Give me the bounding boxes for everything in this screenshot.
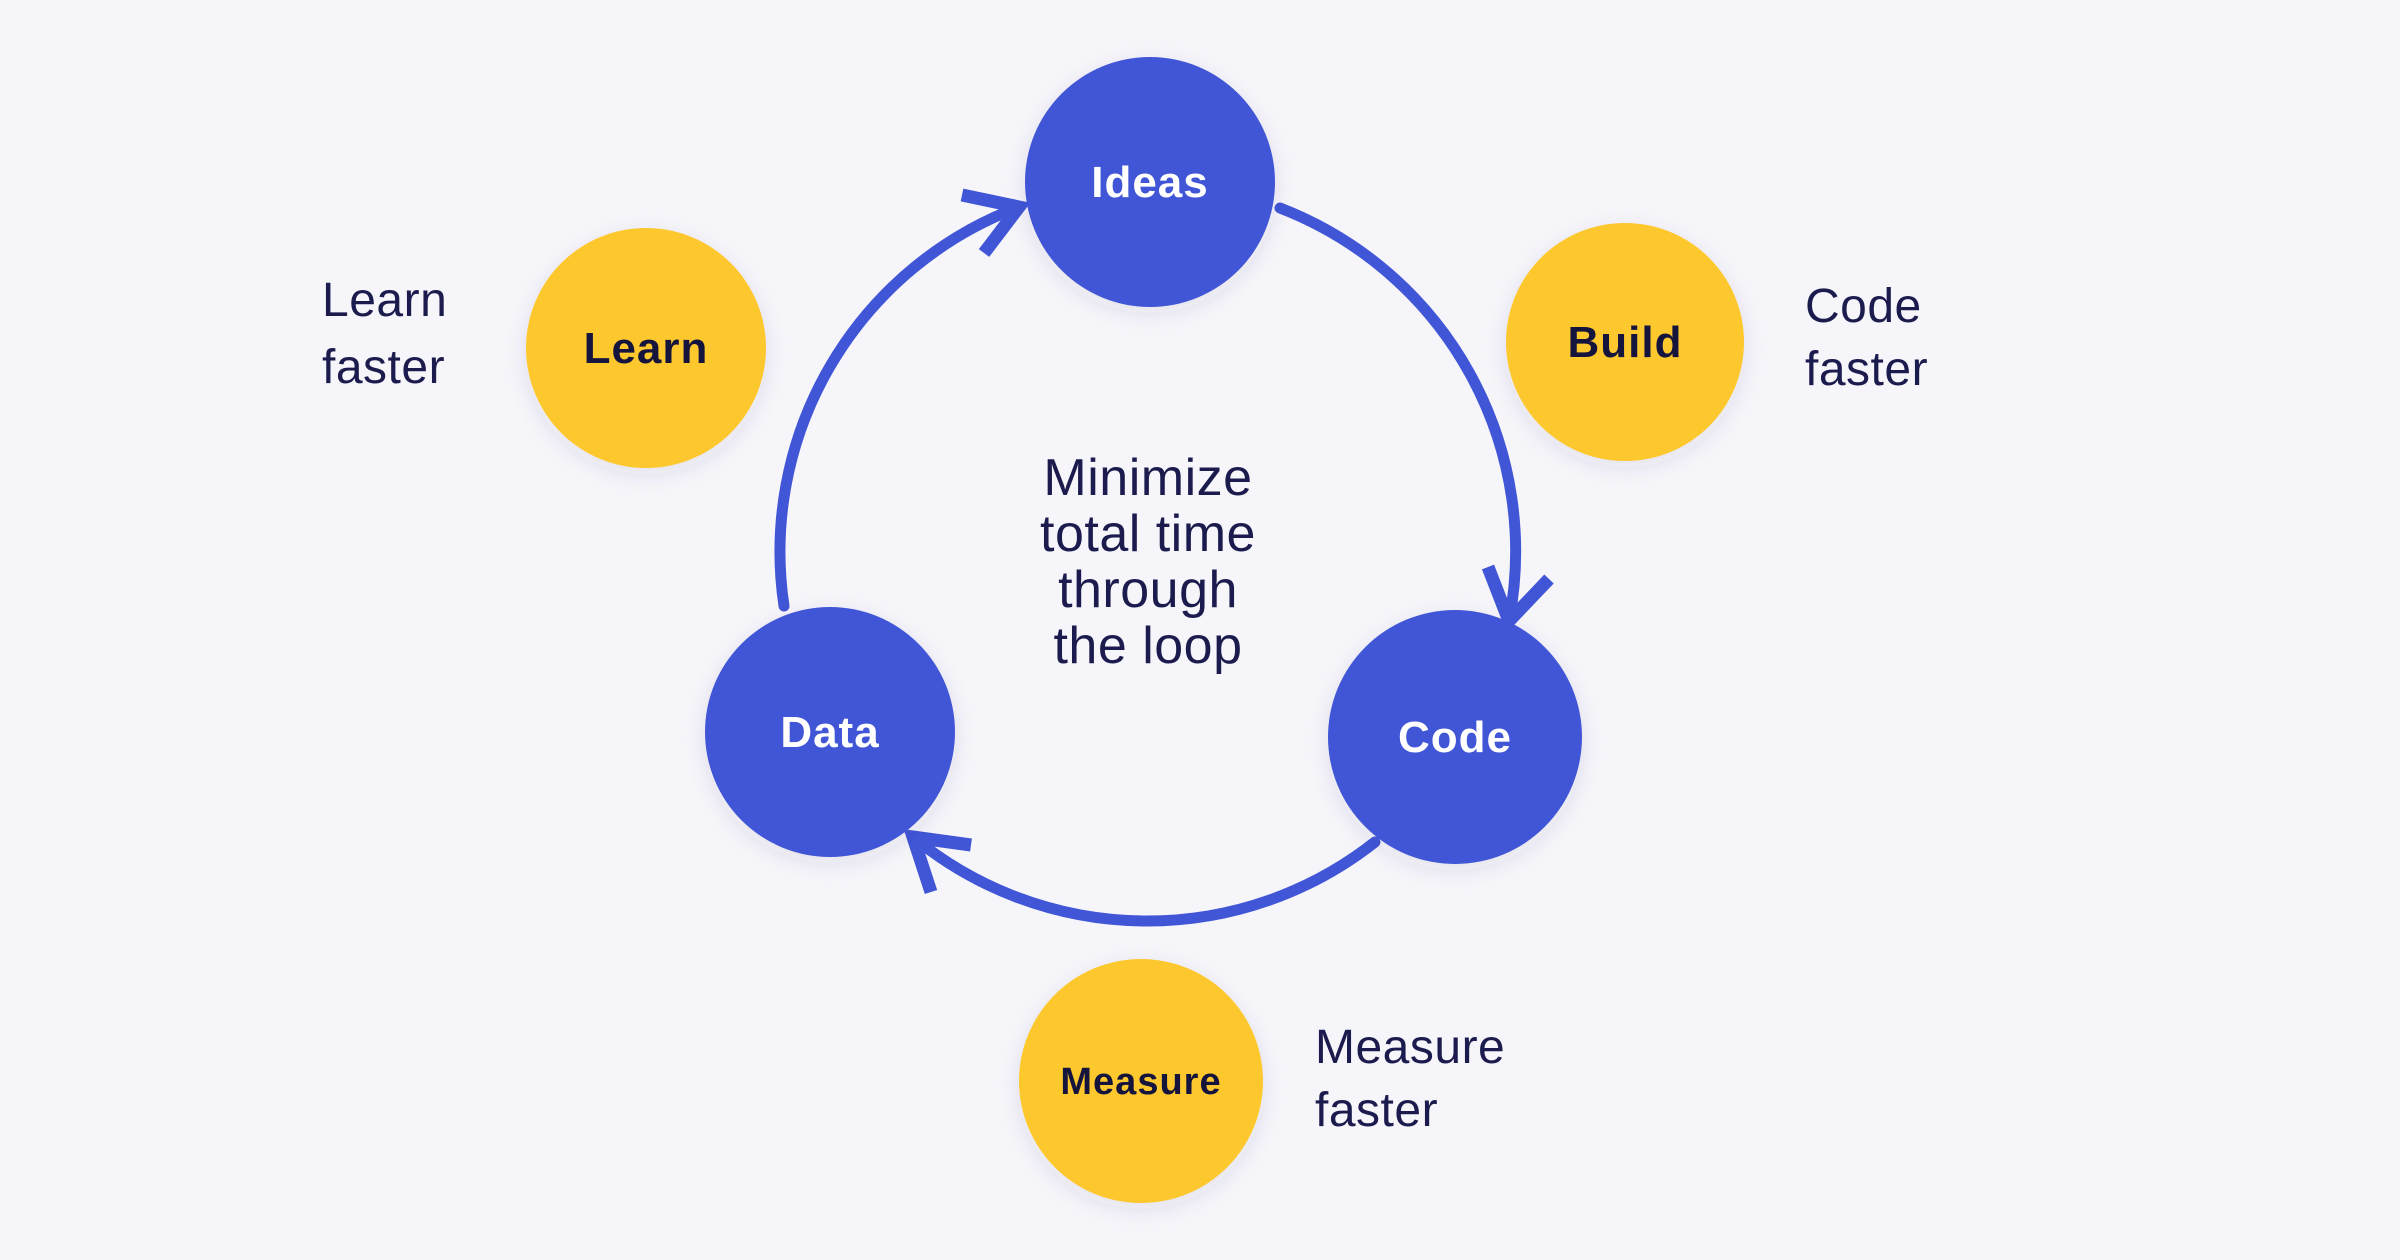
arrow-arc-code-to-data	[907, 831, 1381, 927]
node-build-label: Build	[1568, 318, 1683, 367]
loop-nodes: Ideas Code Data	[705, 57, 1582, 864]
learn-faster-line-1: Learn	[322, 274, 447, 327]
node-ideas-circle	[1025, 57, 1275, 307]
node-data-circle	[705, 607, 955, 857]
arrowhead-code-to-data-icon	[903, 829, 972, 895]
node-learn-label: Learn	[584, 324, 709, 373]
node-learn-circle	[526, 228, 766, 468]
center-message: Minimize total time through the loop	[1040, 449, 1256, 675]
center-message-line-3: through	[1058, 561, 1238, 619]
arrowhead-ideas-to-code-icon	[1481, 564, 1554, 633]
node-ideas-label: Ideas	[1091, 158, 1209, 207]
arrowhead-data-to-ideas-icon	[960, 188, 1031, 257]
center-message-line-2: total time	[1040, 505, 1256, 563]
captions: Learn faster Code faster Measure faster	[322, 274, 1928, 1137]
node-measure-circle	[1019, 959, 1263, 1203]
arrow-arc-data-to-ideas	[774, 201, 1025, 612]
node-code-label: Code	[1398, 713, 1512, 762]
measure-faster-line-1: Measure	[1315, 1021, 1505, 1074]
accent-nodes: Learn Build Measure	[526, 223, 1744, 1203]
learn-faster-line-2: faster	[322, 341, 445, 394]
measure-faster-line-2: faster	[1315, 1084, 1438, 1137]
arrow-arc-ideas-to-code	[1274, 202, 1522, 627]
learn-faster-caption: Learn faster	[322, 274, 447, 394]
node-code-circle	[1328, 610, 1582, 864]
code-faster-caption: Code faster	[1805, 280, 1928, 396]
loop-arrows	[774, 188, 1554, 927]
node-data-label: Data	[780, 708, 879, 757]
center-message-line-1: Minimize	[1043, 449, 1252, 507]
code-faster-line-2: faster	[1805, 343, 1928, 396]
measure-faster-caption: Measure faster	[1315, 1021, 1505, 1137]
center-message-line-4: the loop	[1053, 617, 1242, 675]
code-faster-line-1: Code	[1805, 280, 1922, 333]
node-measure-label: Measure	[1060, 1061, 1221, 1103]
node-build-circle	[1506, 223, 1744, 461]
